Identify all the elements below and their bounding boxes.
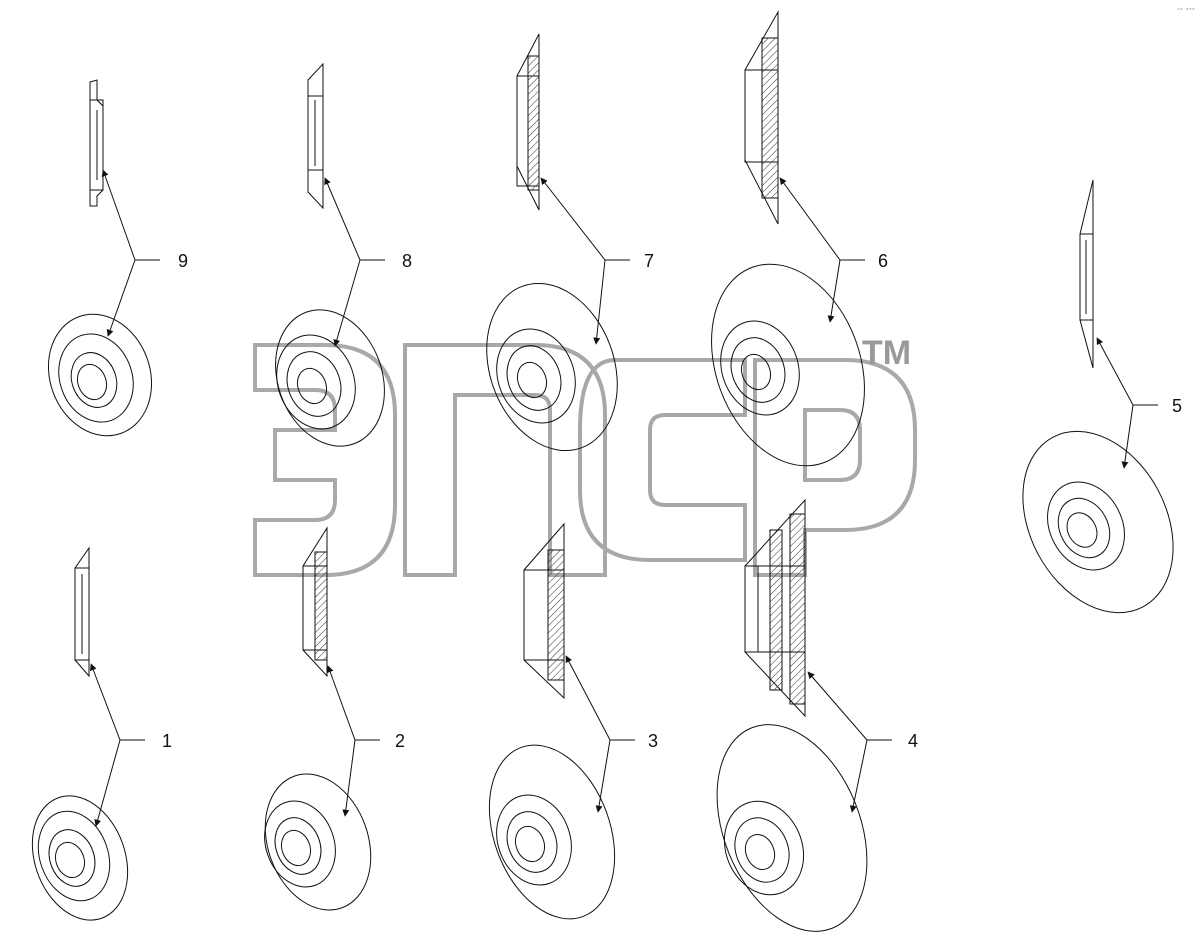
part-8-disc-view (275, 309, 385, 447)
part-6-section-view (744, 10, 779, 225)
part-7-section-view (516, 33, 540, 211)
part-8-section-view (307, 62, 324, 210)
part-2-section-view (302, 526, 328, 678)
callout-5: 5 (1172, 396, 1182, 416)
part-6-disc-view (711, 263, 865, 467)
part-7 (486, 33, 630, 452)
part-3 (488, 522, 635, 920)
callout-2: 2 (395, 731, 405, 751)
part-5-leader (1096, 337, 1158, 469)
part-9-section-view (89, 79, 104, 207)
part-3-disc-view (488, 744, 616, 920)
part-4-leader (807, 671, 892, 813)
part-2 (264, 526, 380, 911)
callout-8: 8 (402, 251, 412, 271)
part-5-section-view (1079, 179, 1094, 369)
part-1-section-view (74, 546, 90, 678)
callout-4: 4 (908, 731, 918, 751)
part-1-leader (89, 663, 145, 827)
callout-3: 3 (648, 731, 658, 751)
part-7-leader (540, 177, 630, 345)
callout-7: 7 (644, 251, 654, 271)
part-6-leader (779, 177, 865, 323)
part-9-disc-view (47, 313, 153, 437)
part-7-disc-view (486, 282, 618, 452)
part-9 (47, 79, 160, 437)
corner-mark: ᴬᴮ ᴮᴮᴮ (1177, 8, 1195, 14)
part-9-leader (101, 169, 160, 337)
part-4-section-view (744, 498, 806, 718)
part-8 (275, 62, 385, 447)
part-5-disc-view (1022, 430, 1174, 614)
part-6 (711, 10, 865, 467)
part-2-disc-view (264, 773, 372, 911)
trademark-label: TM (862, 334, 911, 372)
part-4 (716, 498, 892, 932)
part-3-leader (565, 655, 635, 813)
part-1 (31, 546, 145, 921)
part-3-section-view (523, 522, 565, 700)
callout-6: 6 (878, 251, 888, 271)
part-1-disc-view (31, 795, 129, 921)
part-5 (1022, 179, 1174, 614)
callout-1: 1 (162, 731, 172, 751)
part-4-disc-view (716, 724, 868, 932)
part-2-leader (326, 665, 380, 817)
part-8-leader (324, 177, 385, 347)
watermark-logo (253, 343, 917, 577)
callout-9: 9 (178, 251, 188, 271)
